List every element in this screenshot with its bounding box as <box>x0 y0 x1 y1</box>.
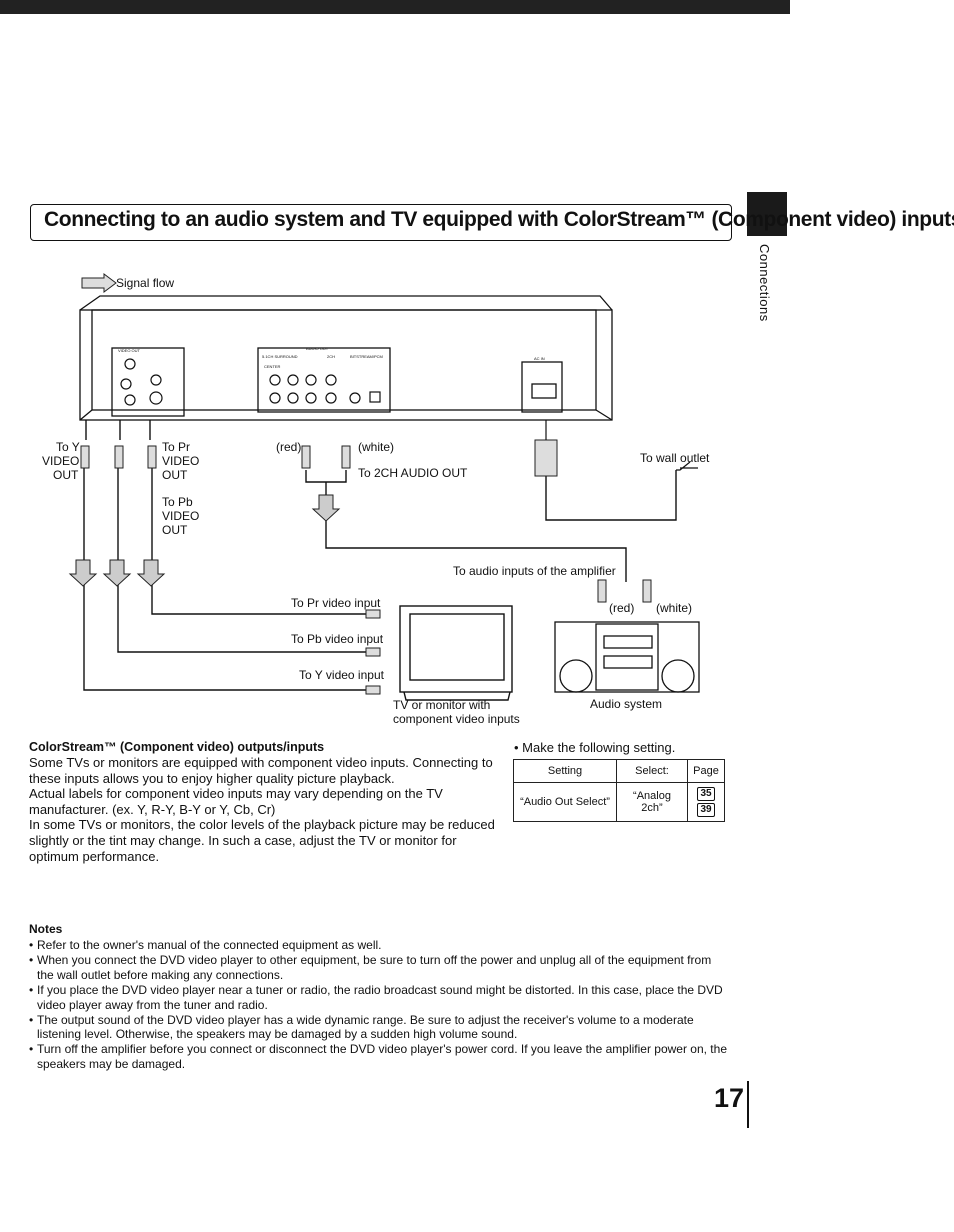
tv-caption-1: TV or monitor with <box>393 698 490 712</box>
to-wall-label: To wall outlet <box>640 451 710 465</box>
dvd-player-rear-panel <box>79 295 613 421</box>
video-cables <box>83 420 677 691</box>
settings-table: Setting Select: Page “Audio Out Select” … <box>513 759 725 822</box>
signal-flow-label: Signal flow <box>116 276 174 290</box>
surround-panel-label: 5.1CH SURROUND <box>262 354 298 359</box>
note-item: If you place the DVD video player near a… <box>29 983 729 1013</box>
page-column-header: Page <box>687 759 725 783</box>
pr-out-label: OUT <box>162 468 188 482</box>
notes-list: Refer to the owner's manual of the conne… <box>29 938 729 1072</box>
audio-system-icon <box>554 621 700 693</box>
note-item: Refer to the owner's manual of the conne… <box>29 938 729 953</box>
white-label-2: (white) <box>656 601 692 615</box>
note-item: Turn off the amplifier before you connec… <box>29 1042 729 1072</box>
to-pb-label: To Pb <box>162 495 193 509</box>
to-pr-label: To Pr <box>162 440 190 454</box>
section-tab-marker <box>747 192 787 236</box>
jack-icons <box>120 358 381 406</box>
power-cord <box>545 420 698 471</box>
page-ref-badge: 35 <box>697 787 715 801</box>
ac-in-panel-label: AC IN <box>534 356 545 361</box>
pb-video-label: VIDEO <box>162 509 199 523</box>
setting-intro: • Make the following setting. <box>514 740 676 755</box>
to-audio-inputs-label: To audio inputs of the amplifier <box>453 564 616 578</box>
center-panel-label: CENTER <box>264 364 281 369</box>
setting-column-header: Setting <box>513 759 617 783</box>
audio-out-panel-label: AUDIO OUT <box>306 346 329 351</box>
page-title: Connecting to an audio system and TV equ… <box>44 208 954 231</box>
audio-system-caption: Audio system <box>590 697 662 711</box>
to-y-input-label: To Y video input <box>299 668 385 682</box>
tv-monitor-icon <box>399 605 513 701</box>
top-edge-bar <box>0 0 790 14</box>
pb-out-label: OUT <box>162 523 188 537</box>
page-number: 17 <box>714 1083 745 1113</box>
red-label-2: (red) <box>609 601 634 615</box>
signal-flow-arrow-icon <box>81 273 117 293</box>
white-label: (white) <box>358 440 394 454</box>
red-label: (red) <box>276 440 301 454</box>
bitstream-panel-label: BITSTREAM/PCM <box>350 354 383 359</box>
colorstream-heading: ColorStream™ (Component video) outputs/i… <box>29 740 325 754</box>
note-item: The output sound of the DVD video player… <box>29 1013 729 1043</box>
colorstream-paragraph-3: In some TVs or monitors, the color level… <box>29 817 495 864</box>
section-tab-label: Connections <box>757 244 772 322</box>
setting-name-cell: “Audio Out Select” <box>513 782 617 822</box>
tv-caption-2: component video inputs <box>393 712 520 726</box>
to-y-label: To Y <box>56 440 80 454</box>
colorstream-body: Some TVs or monitors are equipped with c… <box>29 755 504 864</box>
page-ref-badge: 39 <box>697 803 715 817</box>
video-out-panel-label: VIDEO OUT <box>118 348 141 353</box>
connection-diagram: Signal flow VIDEO OUT AUDIO OUT 5.1CH SU… <box>42 273 710 726</box>
to-pr-input-label: To Pr video input <box>291 596 381 610</box>
colorstream-paragraph-1: Some TVs or monitors are equipped with c… <box>29 755 493 786</box>
title-frame <box>30 204 732 241</box>
select-column-header: Select: <box>616 759 688 783</box>
y-out-label: OUT <box>53 468 79 482</box>
pr-video-label: VIDEO <box>162 454 199 468</box>
note-item: When you connect the DVD video player to… <box>29 953 729 983</box>
plug-icons <box>80 439 652 695</box>
select-value-cell: “Analog 2ch” <box>616 782 688 822</box>
to-2ch-label: To 2CH AUDIO OUT <box>358 466 468 480</box>
page-number-rule <box>747 1081 749 1128</box>
notes-heading: Notes <box>29 922 63 936</box>
page-ref-cell: 35 39 <box>687 782 725 822</box>
signal-arrow-icons <box>68 494 341 587</box>
colorstream-paragraph-2: Actual labels for component video inputs… <box>29 786 443 817</box>
2ch-panel-label: 2CH <box>327 354 335 359</box>
to-pb-input-label: To Pb video input <box>291 632 384 646</box>
y-video-label: VIDEO <box>42 454 79 468</box>
